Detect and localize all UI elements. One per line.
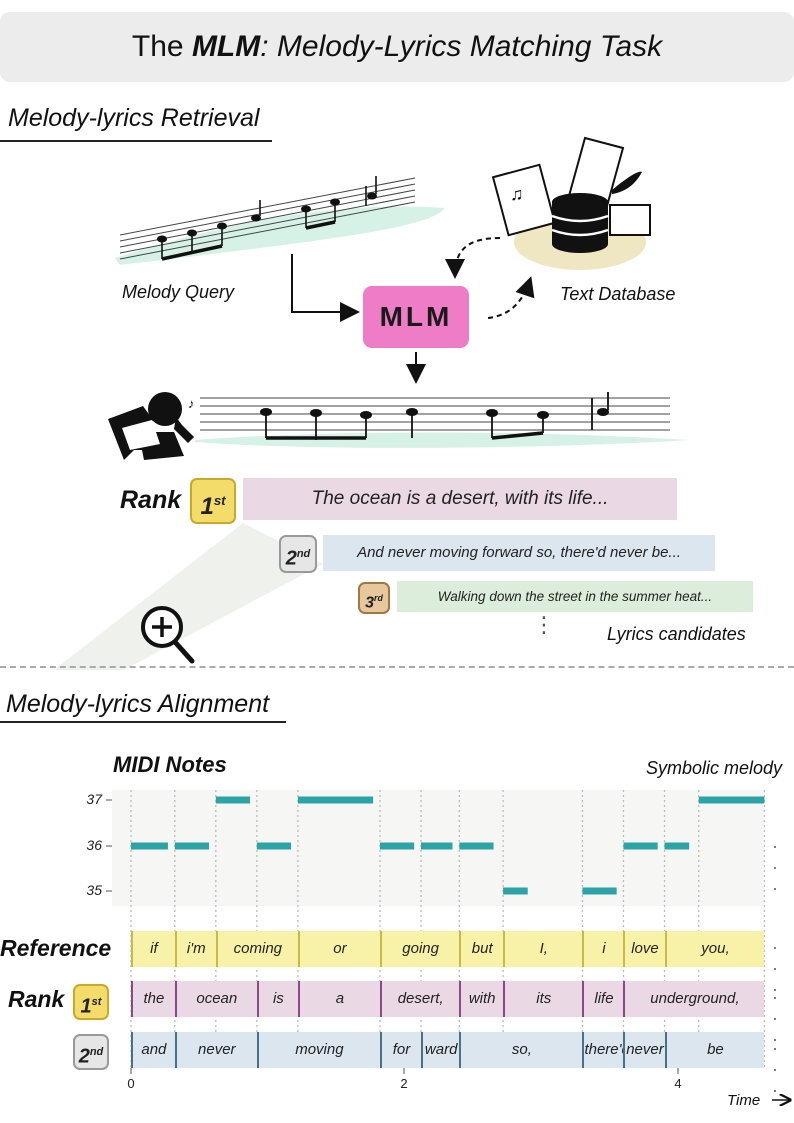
zoom-funnel [53,523,323,670]
midi-note-5 [297,796,374,804]
melody-query-staff [115,176,445,265]
midi-note-2 [174,842,209,850]
axis-ticks [106,799,679,1074]
rank-label: Rank [120,486,182,514]
midi-note-3 [215,796,251,804]
candidate-1[interactable]: The ocean is a desert, with its life... [243,478,677,520]
symbolic-melody-label: Symbolic melody [646,758,783,778]
midi-note-12 [664,842,690,850]
rank-2-word-4: for [379,1032,421,1068]
x-axis-label: Time [727,1092,761,1109]
midi-note-10 [582,887,617,895]
lyrics-candidates-label: Lyrics candidates [607,624,746,644]
y-tick-35: 35 [86,882,102,898]
alignment-title-underline [0,721,286,723]
reference-word-3: coming [215,931,298,967]
rank-1-word-1: the [131,981,175,1017]
reference-word-5: going [379,931,460,967]
singer-icon: ♪ [108,392,195,460]
more-candidates-ellipsis: ⋮ [533,612,555,637]
reference-word-4: or [297,931,380,967]
reference-more: · · · [772,937,780,999]
svg-text:♪: ♪ [188,396,195,411]
rank-2-word-8: never [623,1032,665,1068]
rank-1-more: · · · [772,987,780,1049]
retrieval-title-underline [0,140,272,142]
candidate-2[interactable]: And never moving forward so, there'd nev… [323,535,715,571]
midi-note-4 [256,842,292,850]
midi-notes-title: MIDI Notes [113,752,227,777]
rank-2-row-badge: 2nd [73,1034,109,1070]
text-database-label: Text Database [560,284,676,304]
rank-1-word-2: ocean [174,981,257,1017]
rank-2-word-6: so, [459,1032,583,1068]
zoom-in-icon [141,606,195,664]
rank-2-word-1: and [131,1032,175,1068]
alignment-section-title: Melody-lyrics Alignment [6,690,270,718]
rank-1-row-badge: 1st [73,984,109,1020]
rank-1-word-4: a [297,981,380,1017]
title-banner [0,12,794,82]
database-icon: ♫ [491,136,651,270]
reference-word-8: i [582,931,624,967]
retrieval-section-title: Melody-lyrics Retrieval [8,104,260,132]
result-staff [195,392,690,448]
rank-2-word-2: never [174,1032,257,1068]
midi-note-1 [131,842,168,850]
midi-note-11 [623,842,658,850]
more-notes-ellipsis: · · · [772,836,780,898]
candidate-3[interactable]: Walking down the street in the summer he… [397,581,753,612]
retrieval-illustration: ♫ ♪ [53,136,690,670]
rank-1-word-9: underground, [623,981,765,1017]
y-tick-37: 37 [86,791,102,807]
rank-1-row-label: Rank [8,986,65,1012]
midi-note-8 [459,842,494,850]
rank-1-word-8: life [582,981,624,1017]
rank-1-word-5: desert, [379,981,460,1017]
mlm-model-box: MLM [363,286,469,348]
reference-word-1: if [131,931,175,967]
midi-note-13 [698,796,765,804]
x-tick-0: 0 [127,1076,135,1091]
rank-1-word-6: with [459,981,504,1017]
midi-note-6 [379,842,415,850]
rank-1-badge: 1st [190,478,236,524]
reference-word-10: you, [664,931,765,967]
reference-word-9: love [623,931,665,967]
rank-1-word-3: is [256,981,298,1017]
midi-notes-layer [131,796,765,895]
y-tick-36: 36 [86,837,102,853]
rank-2-word-7: there'd [582,1032,630,1068]
reference-label: Reference [0,935,112,961]
rank-2-more: · · · [772,1038,780,1100]
rank-1-word-7: its [503,981,583,1017]
midi-note-9 [503,887,528,895]
rank-3-badge: 3rd [358,582,390,614]
melody-query-label: Melody Query [122,282,235,302]
section-divider [0,666,794,668]
midi-note-7 [421,842,453,850]
rank-2-word-9: be [664,1032,765,1068]
reference-word-2: i'm [174,931,216,967]
reference-word-7: I, [503,931,583,967]
rank-2-word-3: moving [256,1032,380,1068]
rank-2-badge: 2nd [279,535,317,573]
page-title: The MLM: Melody-Lyrics Matching Task [131,30,663,63]
svg-text:♫: ♫ [510,184,524,204]
reference-word-6: but [459,931,504,967]
x-tick-4: 4 [674,1076,682,1091]
rank-2-word-5: ward [421,1032,460,1068]
x-tick-2: 2 [400,1076,408,1091]
